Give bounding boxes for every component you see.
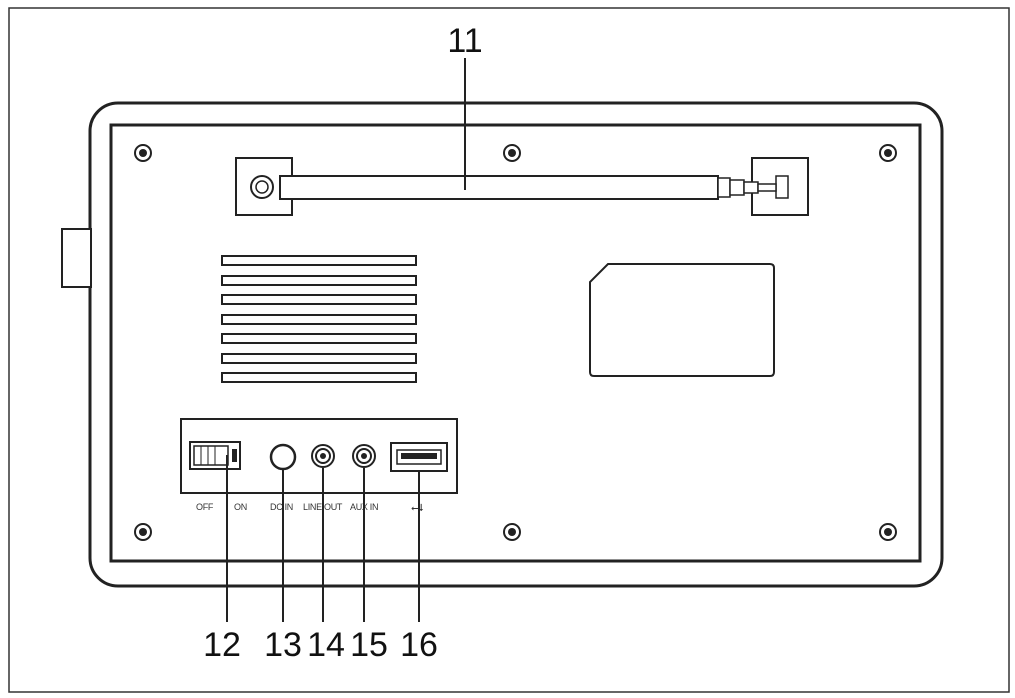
leader-lines: [226, 58, 466, 622]
line-out-jack[interactable]: [311, 444, 335, 468]
side-knob: [61, 228, 92, 288]
screw-icon: [134, 144, 152, 162]
telescopic-antenna: [235, 157, 809, 216]
dc-in-jack[interactable]: [269, 443, 297, 471]
callout-16: 16: [400, 626, 438, 664]
on-label: ON: [234, 502, 247, 512]
callouts: 11 12 13 14 15 16: [203, 22, 483, 664]
callout-14: 14: [307, 626, 345, 664]
label-plate: [589, 263, 775, 377]
callout-13: 13: [264, 626, 302, 664]
connector-panel: [180, 418, 458, 494]
aux-in-jack[interactable]: [352, 444, 376, 468]
callout-11: 11: [447, 22, 482, 60]
dc-in-label: DC IN: [270, 502, 293, 512]
callout-12: 12: [203, 626, 241, 664]
screw-icon: [503, 144, 521, 162]
off-label: OFF: [196, 502, 214, 512]
screws: [134, 144, 897, 541]
callout-15: 15: [350, 626, 388, 664]
screw-icon: [503, 523, 521, 541]
usb-label: ⭠⭣: [411, 503, 424, 514]
speaker-grille: [221, 255, 417, 383]
screw-icon: [879, 144, 897, 162]
screw-icon: [134, 523, 152, 541]
screw-icon: [879, 523, 897, 541]
power-switch[interactable]: [189, 441, 241, 470]
antenna-rod: [279, 175, 719, 200]
usb-port[interactable]: [390, 442, 448, 472]
